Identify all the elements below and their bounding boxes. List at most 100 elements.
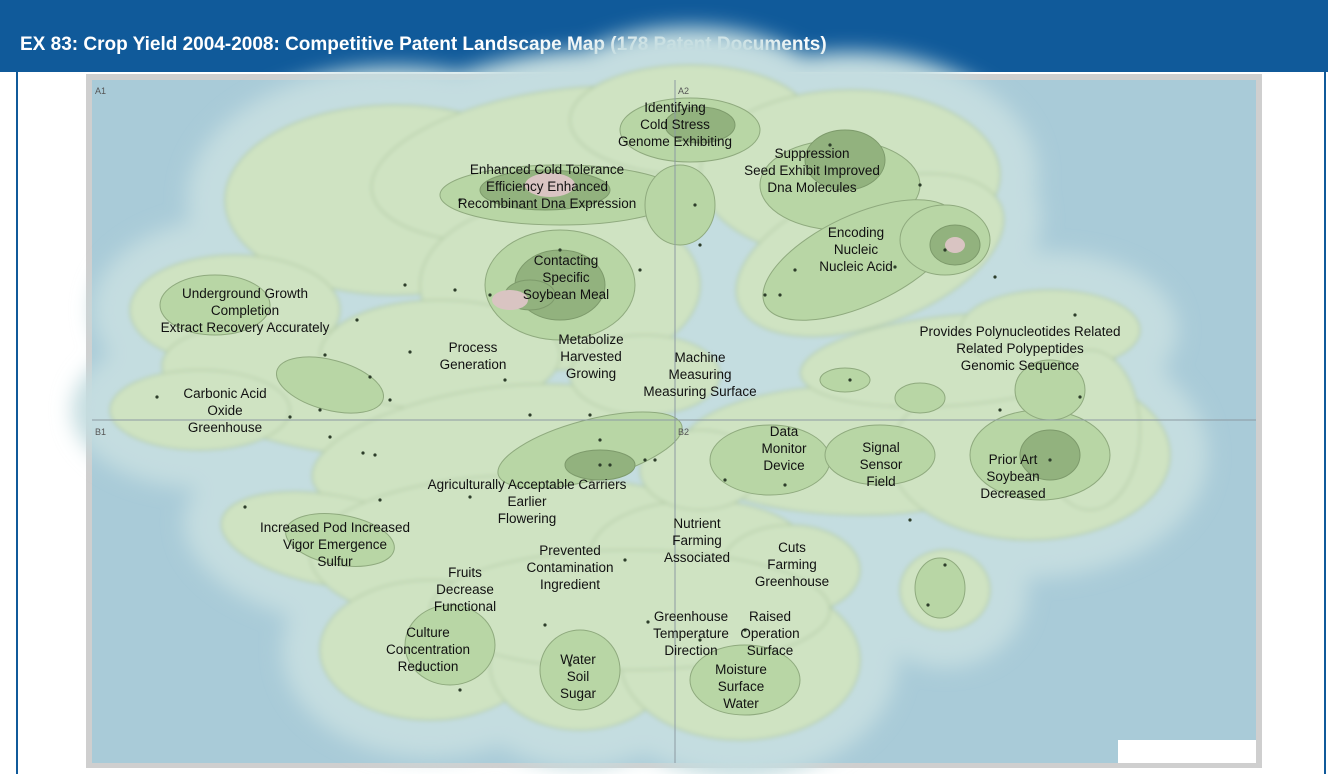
peak bbox=[945, 237, 965, 253]
topic-label-line: Identifying bbox=[644, 100, 706, 115]
document-point bbox=[828, 143, 832, 147]
document-point bbox=[468, 495, 472, 499]
hill bbox=[689, 644, 801, 716]
mountain bbox=[1019, 429, 1081, 481]
topic-label-line: Sensor bbox=[860, 457, 903, 472]
topic-label-line: Encoding bbox=[828, 225, 884, 240]
hill bbox=[644, 164, 716, 246]
document-point bbox=[653, 458, 657, 462]
document-point bbox=[783, 483, 787, 487]
topic-label-line: Carbonic Acid bbox=[183, 386, 266, 401]
hill bbox=[404, 604, 496, 686]
topic-label-line: Signal bbox=[862, 440, 900, 455]
topic-label-line: Functional bbox=[434, 599, 496, 614]
document-point bbox=[458, 198, 462, 202]
topic-label-line: Nucleic Acid bbox=[819, 259, 893, 274]
document-point bbox=[1048, 458, 1052, 462]
topic-label-line: Sulfur bbox=[317, 554, 353, 569]
topic-label-line: Extract Recovery Accurately bbox=[161, 320, 330, 335]
document-point bbox=[943, 248, 947, 252]
terrain-layer bbox=[72, 27, 1208, 774]
topic-label-line: Seed Exhibit Improved bbox=[744, 163, 880, 178]
document-point bbox=[528, 413, 532, 417]
document-point bbox=[328, 435, 332, 439]
document-point bbox=[373, 453, 377, 457]
mountain bbox=[804, 129, 886, 191]
hill bbox=[159, 274, 271, 336]
document-point bbox=[723, 478, 727, 482]
document-point bbox=[388, 398, 392, 402]
topic-label-line: Generation bbox=[440, 357, 507, 372]
topic-label-line: Soil bbox=[567, 669, 590, 684]
topic-label-line: Cuts bbox=[778, 540, 806, 555]
topic-label-line: Measuring bbox=[668, 367, 731, 382]
document-point bbox=[243, 505, 247, 509]
topic-label-line: Increased Pod Increased bbox=[260, 520, 410, 535]
mountain bbox=[664, 106, 736, 144]
topic-label-line: Measuring Surface bbox=[643, 384, 756, 399]
document-point bbox=[943, 563, 947, 567]
topic-label-line: Genomic Sequence bbox=[961, 358, 1080, 373]
topic-label-line: Specific bbox=[542, 270, 590, 285]
document-point bbox=[643, 458, 647, 462]
topic-label-line: Monitor bbox=[761, 441, 807, 456]
document-point bbox=[588, 413, 592, 417]
document-point bbox=[1073, 313, 1077, 317]
content-frame bbox=[16, 72, 1326, 774]
document-point bbox=[403, 283, 407, 287]
topic-label-line: Field bbox=[866, 474, 895, 489]
topic-label-line: Fruits bbox=[448, 565, 482, 580]
document-point bbox=[361, 451, 365, 455]
topic-label-provides-polynucleotides[interactable]: Provides Polynucleotides RelatedRelated … bbox=[919, 324, 1120, 373]
hill bbox=[539, 629, 621, 711]
topic-label-line: Decreased bbox=[980, 486, 1045, 501]
topic-label-agriculturally-acceptable[interactable]: Agriculturally Acceptable CarriersEarlie… bbox=[428, 477, 627, 526]
grid-cell-label: B1 bbox=[95, 427, 106, 437]
topic-label-line: Greenhouse bbox=[188, 420, 262, 435]
topic-label-line: Culture bbox=[406, 625, 450, 640]
topic-label-line: Water bbox=[723, 696, 759, 711]
document-point bbox=[763, 293, 767, 297]
topic-label-line: Farming bbox=[672, 533, 722, 548]
hill bbox=[819, 367, 871, 393]
topic-label-line: Prevented bbox=[539, 543, 601, 558]
topic-label-line: Nucleic bbox=[834, 242, 879, 257]
topic-label-line: Ingredient bbox=[540, 577, 600, 592]
document-point bbox=[568, 663, 572, 667]
document-point bbox=[893, 265, 897, 269]
document-point bbox=[378, 498, 382, 502]
topic-label-line: Moisture bbox=[715, 662, 767, 677]
topic-label-line: Prior Art bbox=[989, 452, 1038, 467]
hill bbox=[914, 557, 966, 619]
document-point bbox=[155, 395, 159, 399]
grid-cell-label: B2 bbox=[678, 427, 689, 437]
hill bbox=[824, 424, 936, 486]
topic-label-line: Suppression bbox=[774, 146, 849, 161]
